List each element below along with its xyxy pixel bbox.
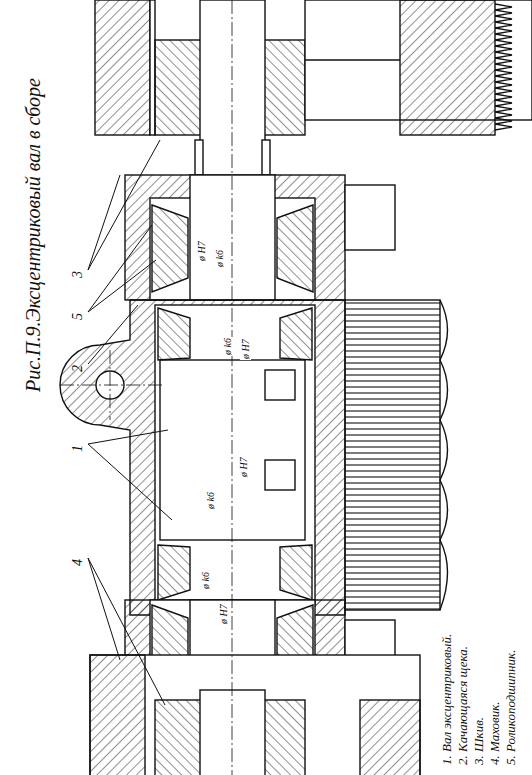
pulley-rim bbox=[95, 0, 150, 135]
bearing-housing bbox=[125, 175, 345, 300]
callout-number: 1 bbox=[70, 445, 85, 452]
callout-number: 4 bbox=[70, 559, 85, 566]
fit-dimension: ø H7 bbox=[240, 338, 251, 360]
parts-list-line: 1. Вал эксцентриковый. bbox=[440, 634, 454, 765]
parts-list-line: 2. Качающаяся щека. bbox=[456, 646, 470, 765]
leader-lines bbox=[88, 140, 172, 705]
parts-list-line: 5. Роликоподшипник. bbox=[504, 650, 518, 765]
bolt-head bbox=[265, 370, 295, 400]
fit-dimension: ø k6 bbox=[205, 491, 216, 510]
callout-number: 2 bbox=[70, 365, 85, 372]
jaw-plate bbox=[345, 300, 440, 610]
pulley-rim bbox=[400, 0, 495, 135]
shaft bbox=[200, 690, 265, 775]
tapered-roller bbox=[158, 308, 190, 360]
housing-lug bbox=[345, 185, 395, 250]
tapered-roller bbox=[280, 545, 312, 600]
tapered-roller bbox=[152, 205, 188, 292]
figure-title: Рис.П.9.Эксцентриковый вал в сборе bbox=[22, 78, 44, 392]
bolt-head bbox=[265, 460, 295, 490]
shaft bbox=[190, 175, 275, 300]
parts-list-line: 3. Шкив. bbox=[472, 717, 486, 765]
tapered-roller bbox=[158, 545, 190, 600]
flywheel-rim bbox=[360, 700, 420, 775]
fit-dimension: ø k6 bbox=[214, 249, 225, 268]
fit-dimension: ø k6 bbox=[222, 337, 233, 356]
tapered-roller bbox=[277, 205, 313, 292]
flywheel-rim bbox=[90, 655, 145, 775]
pulley-teeth bbox=[495, 4, 512, 130]
flywheel bbox=[90, 655, 420, 775]
parts-list-line: 4. Маховик. bbox=[488, 701, 502, 765]
fit-dimension: ø H7 bbox=[218, 603, 229, 625]
fit-dimension: ø k6 bbox=[200, 571, 211, 590]
fit-dimension: ø H7 bbox=[238, 456, 249, 478]
callout-number: 3 bbox=[70, 271, 85, 278]
tapered-roller bbox=[280, 308, 312, 360]
callout-number: 5 bbox=[70, 313, 85, 320]
eccentric bbox=[160, 360, 305, 540]
fit-dimension: ø H7 bbox=[196, 240, 207, 262]
swing-jaw bbox=[60, 300, 345, 615]
